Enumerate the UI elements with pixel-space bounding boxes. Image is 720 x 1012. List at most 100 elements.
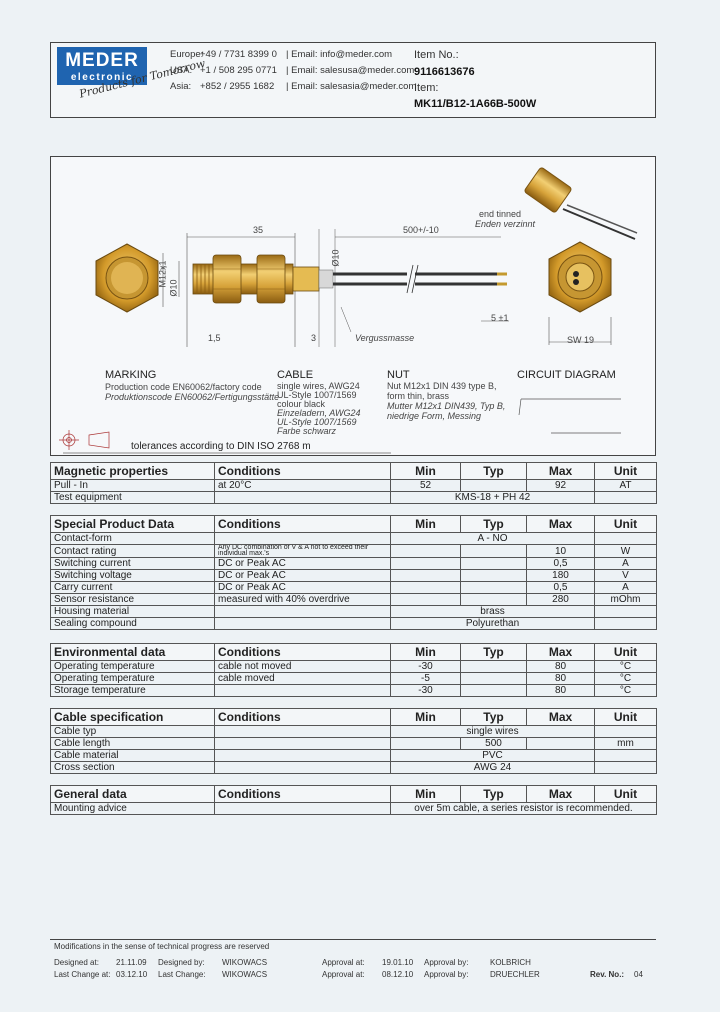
row-span-value: AWG 24 bbox=[390, 761, 595, 774]
item-no-value: 9116613676 bbox=[414, 66, 475, 78]
row-unit: V bbox=[594, 569, 657, 582]
row-unit bbox=[594, 532, 657, 545]
row-cond: cable not moved bbox=[214, 660, 391, 673]
last-approval-by-label: Approval by: bbox=[424, 970, 469, 979]
nut-line-2: form thin, brass bbox=[387, 391, 450, 401]
contact-asia-phone: +852 / 2955 1682 bbox=[200, 81, 275, 92]
marking-title: MARKING bbox=[105, 369, 157, 381]
projection-symbol bbox=[59, 430, 391, 454]
col-max: Max bbox=[526, 515, 595, 533]
contact-usa-region: USA: bbox=[170, 65, 193, 76]
col-max: Max bbox=[526, 643, 595, 661]
contact-europe-email[interactable]: | Email: info@meder.com bbox=[286, 49, 393, 60]
table-row: Sealing compound Polyurethan bbox=[50, 617, 657, 630]
row-span-value: KMS-18 + PH 42 bbox=[390, 491, 595, 504]
table-row: Housing material brass bbox=[50, 605, 657, 618]
col-unit: Unit bbox=[594, 515, 657, 533]
last-change-value: 03.12.10 bbox=[116, 970, 148, 979]
row-cond bbox=[214, 684, 391, 697]
row-typ: 500 bbox=[460, 737, 527, 750]
row-unit: A bbox=[594, 557, 657, 570]
logo-sub-text: electronic bbox=[70, 72, 134, 83]
row-max: 80 bbox=[526, 672, 595, 685]
table-row: Switching voltage DC or Peak AC 180 V bbox=[50, 569, 657, 582]
row-cond: at 20°C bbox=[214, 479, 391, 492]
col-min: Min bbox=[390, 515, 461, 533]
row-name: Carry current bbox=[50, 581, 215, 594]
col-unit: Unit bbox=[594, 643, 657, 661]
marking-line-1: Production code EN60062/factory code bbox=[105, 382, 262, 392]
row-unit: A bbox=[594, 581, 657, 594]
designed-by-label: Designed by: bbox=[158, 958, 205, 967]
row-typ bbox=[460, 684, 527, 697]
row-unit: mm bbox=[594, 737, 657, 750]
row-span-value: PVC bbox=[390, 749, 595, 762]
col-conditions: Conditions bbox=[214, 462, 391, 480]
col-conditions: Conditions bbox=[214, 643, 391, 661]
row-unit: mOhm bbox=[594, 593, 657, 606]
table-row: Switching current DC or Peak AC 0,5 A bbox=[50, 557, 657, 570]
row-cond bbox=[214, 725, 391, 738]
drawing-graphics bbox=[59, 167, 638, 454]
dim-d10-b: Ø10 bbox=[330, 249, 341, 267]
row-cond: Any DC combination of V & A not to excee… bbox=[214, 544, 391, 558]
cable-title: CABLE bbox=[277, 369, 314, 381]
row-min bbox=[390, 581, 461, 594]
hex-end-view bbox=[548, 241, 612, 345]
environmental-data-table: Environmental data Conditions Min Typ Ma… bbox=[50, 643, 657, 697]
col-max: Max bbox=[526, 708, 595, 726]
logo-main-text: MEDER bbox=[65, 50, 139, 71]
cable-line-3: colour black bbox=[277, 399, 326, 409]
col-unit: Unit bbox=[594, 785, 657, 803]
dim-sw19: SW 19 bbox=[567, 335, 595, 345]
col-conditions: Conditions bbox=[214, 515, 391, 533]
row-max: 10 bbox=[526, 544, 595, 558]
marking-line-2: Produktionscode EN60062/Fertigungsstätte bbox=[105, 392, 280, 402]
row-cond bbox=[214, 532, 391, 545]
contact-usa-phone: +1 / 508 295 0771 bbox=[200, 65, 277, 76]
dim-m12: M12x1 bbox=[157, 260, 168, 288]
row-unit bbox=[594, 617, 657, 630]
general-data-table: General data Conditions Min Typ Max Unit… bbox=[50, 785, 657, 815]
contact-europe-phone: +49 / 7731 8399 0 bbox=[200, 49, 277, 60]
contact-usa-email[interactable]: | Email: salesusa@meder.com bbox=[286, 65, 415, 76]
row-min bbox=[390, 593, 461, 606]
item-value: MK11/B12-1A66B-500W bbox=[414, 98, 537, 110]
table-row: Cross section AWG 24 bbox=[50, 761, 657, 774]
approval-by-label: Approval by: bbox=[424, 958, 469, 967]
approval-at-value: 19.01.10 bbox=[382, 958, 414, 967]
row-name: Operating temperature bbox=[50, 660, 215, 673]
last-change-by-value: WIKOWACS bbox=[222, 970, 268, 979]
row-typ bbox=[460, 569, 527, 582]
row-span-value: over 5m cable, a series resistor is reco… bbox=[390, 802, 657, 815]
nut-line-4: niedrige Form, Messing bbox=[387, 411, 482, 421]
col-min: Min bbox=[390, 785, 461, 803]
circuit-title: CIRCUIT DIAGRAM bbox=[517, 369, 616, 381]
tolerance-note: tolerances according to DIN ISO 2768 m bbox=[131, 441, 311, 452]
table-row: Mounting advice over 5m cable, a series … bbox=[50, 802, 657, 815]
row-cond bbox=[214, 749, 391, 762]
table-row: Contact-form A - NO bbox=[50, 532, 657, 545]
row-max: 0,5 bbox=[526, 557, 595, 570]
hex-front-view bbox=[95, 243, 159, 313]
row-cond bbox=[214, 491, 391, 504]
table-row: Operating temperature cable not moved -3… bbox=[50, 660, 657, 673]
col-conditions: Conditions bbox=[214, 708, 391, 726]
row-min: -30 bbox=[390, 684, 461, 697]
cable-line-1: single wires, AWG24 bbox=[277, 381, 360, 391]
dim-5: 5 ±1 bbox=[491, 313, 509, 323]
cable-line-2: UL-Style 1007/1569 bbox=[277, 390, 357, 400]
col-typ: Typ bbox=[460, 643, 527, 661]
item-label: Item: bbox=[414, 82, 439, 94]
contact-europe-region: Europe: bbox=[170, 49, 204, 60]
row-min bbox=[390, 737, 461, 750]
row-min bbox=[390, 544, 461, 558]
row-name: Cable typ bbox=[50, 725, 215, 738]
row-max: 92 bbox=[526, 479, 595, 492]
row-name: Storage temperature bbox=[50, 684, 215, 697]
row-typ bbox=[460, 593, 527, 606]
row-name: Cable material bbox=[50, 749, 215, 762]
contact-asia-email[interactable]: | Email: salesasia@meder.com bbox=[286, 81, 417, 92]
row-name: Contact rating bbox=[50, 544, 215, 558]
sealing-label: Vergussmasse bbox=[355, 333, 415, 343]
